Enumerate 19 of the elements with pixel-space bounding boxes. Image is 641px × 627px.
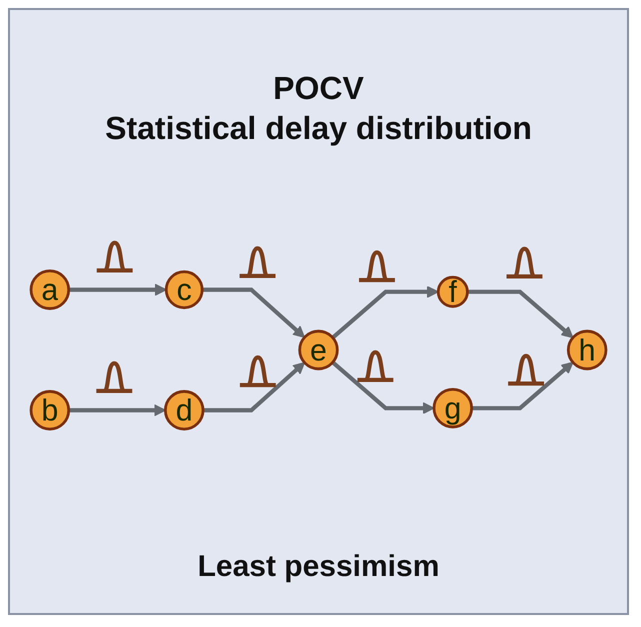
node-circle: a bbox=[30, 270, 70, 310]
arrow bbox=[331, 286, 439, 340]
arrow bbox=[68, 284, 167, 296]
arrow bbox=[203, 362, 306, 412]
caption: Least pessimism bbox=[196, 550, 440, 584]
node-circle: f bbox=[436, 274, 469, 310]
node-circle: g bbox=[432, 388, 474, 428]
title: POCV bbox=[272, 70, 365, 107]
node-circle: c bbox=[164, 270, 204, 310]
node-circle: e bbox=[298, 330, 339, 370]
node-circle: b bbox=[30, 390, 70, 430]
subtitle: Statistical delay distribution bbox=[104, 110, 533, 147]
arrow bbox=[331, 360, 435, 414]
arrow bbox=[202, 288, 306, 338]
node-circle: d bbox=[164, 390, 204, 430]
arrow bbox=[68, 404, 166, 416]
node-circle: h bbox=[566, 330, 608, 370]
arrow bbox=[467, 290, 574, 338]
arrow bbox=[472, 362, 574, 410]
